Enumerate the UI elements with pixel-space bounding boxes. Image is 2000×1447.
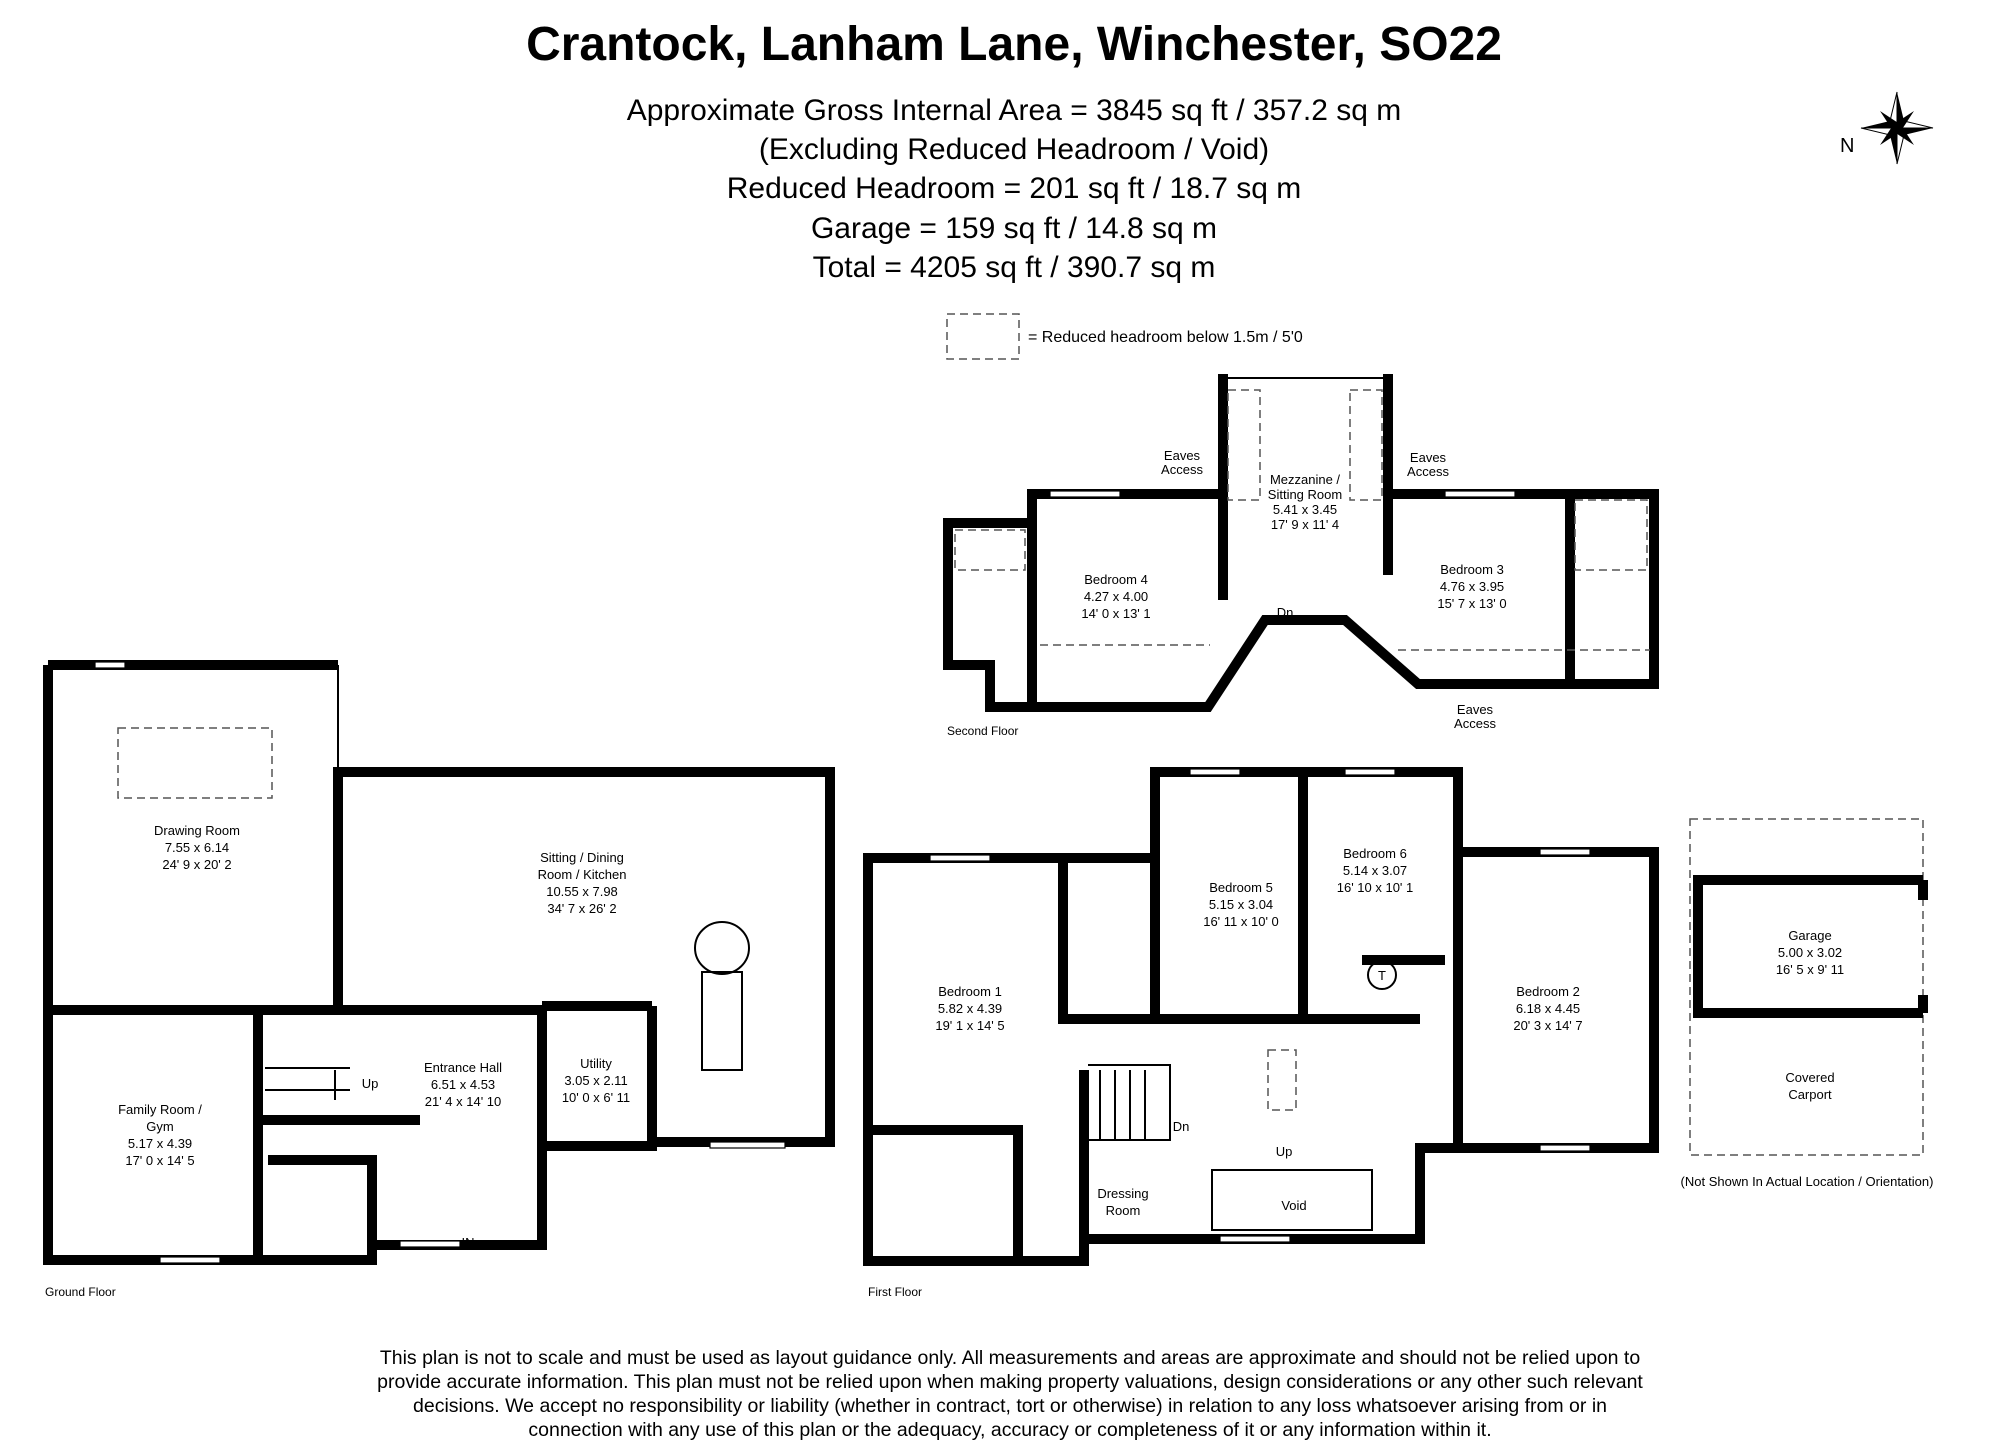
disclaimer-line: provide accurate information. This plan … <box>377 1371 1643 1393</box>
room-size-metric: 5.82 x 4.39 <box>938 1001 1002 1016</box>
carport-label: Covered <box>1785 1070 1834 1085</box>
room-name: Bedroom 1 <box>938 984 1002 999</box>
eaves-access-label: Eaves <box>1164 448 1201 463</box>
room-name: Room / Kitchen <box>538 867 627 882</box>
room-size-imperial: 17' 9 x 11' 4 <box>1271 517 1339 532</box>
second-floor-plan: Bedroom 4 4.27 x 4.00 14' 0 x 13' 1 Mezz… <box>943 374 1659 738</box>
area-line: Total = 4205 sq ft / 390.7 sq m <box>813 251 1216 284</box>
compass-north-label: N <box>1840 135 1854 157</box>
room-name: Entrance Hall <box>424 1060 502 1075</box>
area-line: Approximate Gross Internal Area = 3845 s… <box>627 94 1402 127</box>
room-size-metric: 6.51 x 4.53 <box>431 1077 495 1092</box>
room-name: Drawing Room <box>154 823 240 838</box>
room-size-metric: 6.18 x 4.45 <box>1516 1001 1580 1016</box>
room-name: Sitting Room <box>1268 487 1342 502</box>
eaves-access-label: Access <box>1407 464 1449 479</box>
room-name: Family Room / <box>118 1102 202 1117</box>
room-name: Utility <box>580 1056 612 1071</box>
room-size-imperial: 19' 1 x 14' 5 <box>935 1018 1004 1033</box>
stairs-up-label: Up <box>1276 1144 1293 1159</box>
area-line: Reduced Headroom = 201 sq ft / 18.7 sq m <box>727 172 1302 205</box>
room-name: Garage <box>1788 928 1831 943</box>
room-name: Bedroom 4 <box>1084 572 1148 587</box>
room-size-imperial: 24' 9 x 20' 2 <box>162 857 231 872</box>
room-size-metric: 4.27 x 4.00 <box>1084 589 1148 604</box>
stairs-up-label: Up <box>362 1076 379 1091</box>
room-size-metric: 4.76 x 3.95 <box>1440 579 1504 594</box>
floor-label: Second Floor <box>947 724 1018 738</box>
first-floor-plan: Bedroom 1 5.82 x 4.39 19' 1 x 14' 5 Bedr… <box>863 767 1659 1299</box>
void-label: Void <box>1281 1198 1306 1213</box>
room-name: Bedroom 3 <box>1440 562 1504 577</box>
disclaimer-line: connection with any use of this plan or … <box>528 1419 1491 1441</box>
room-name: Dressing <box>1097 1186 1148 1201</box>
room-size-imperial: 16' 11 x 10' 0 <box>1203 914 1279 929</box>
room-size-imperial: 20' 3 x 14' 7 <box>1513 1018 1582 1033</box>
room-size-imperial: 16' 10 x 10' 1 <box>1337 880 1414 895</box>
stairs-down-label: Dn <box>1173 1119 1190 1134</box>
room-size-imperial: 21' 4 x 14' 10 <box>425 1094 502 1109</box>
room-name: Sitting / Dining <box>540 850 624 865</box>
area-line: (Excluding Reduced Headroom / Void) <box>759 133 1269 166</box>
floor-label: First Floor <box>868 1285 922 1299</box>
room-size-imperial: 14' 0 x 13' 1 <box>1081 606 1150 621</box>
room-name: Room <box>1106 1203 1141 1218</box>
garage-plan: Garage 5.00 x 3.02 16' 5 x 9' 11 Covered… <box>1681 818 1934 1189</box>
area-line: Garage = 159 sq ft / 14.8 sq m <box>811 212 1217 245</box>
area-summary: Approximate Gross Internal Area = 3845 s… <box>627 94 1402 284</box>
room-size-imperial: 16' 5 x 9' 11 <box>1776 962 1844 977</box>
page-title: Crantock, Lanham Lane, Winchester, SO22 <box>526 18 1502 71</box>
legend-swatch <box>946 313 1020 360</box>
room-size-imperial: 10' 0 x 6' 11 <box>562 1090 630 1105</box>
room-size-imperial: 15' 7 x 13' 0 <box>1437 596 1506 611</box>
entrance-label: IN <box>462 1235 475 1250</box>
room-size-imperial: 17' 0 x 14' 5 <box>125 1153 194 1168</box>
eaves-access-label: Eaves <box>1457 702 1494 717</box>
room-size-imperial: 34' 7 x 26' 2 <box>547 901 616 916</box>
room-name: Mezzanine / <box>1270 472 1340 487</box>
room-size-metric: 7.55 x 6.14 <box>165 840 229 855</box>
room-name: Bedroom 6 <box>1343 846 1407 861</box>
carport-label: Carport <box>1788 1087 1832 1102</box>
stairs-down-label: Dn <box>1277 605 1294 620</box>
floor-label: Ground Floor <box>45 1285 116 1299</box>
eaves-access-label: Access <box>1454 716 1496 731</box>
room-name: Gym <box>146 1119 173 1134</box>
eaves-access-label: Access <box>1161 462 1203 477</box>
room-size-metric: 5.00 x 3.02 <box>1778 945 1842 960</box>
garage-note: (Not Shown In Actual Location / Orientat… <box>1681 1174 1934 1189</box>
room-size-metric: 10.55 x 7.98 <box>546 884 618 899</box>
room-size-metric: 3.05 x 2.11 <box>564 1073 627 1088</box>
disclaimer-line: This plan is not to scale and must be us… <box>380 1347 1640 1369</box>
ground-floor-plan: Drawing Room 7.55 x 6.14 24' 9 x 20' 2 S… <box>43 660 835 1299</box>
room-size-metric: 5.41 x 3.45 <box>1273 502 1337 517</box>
room-size-metric: 5.14 x 3.07 <box>1343 863 1407 878</box>
room-name: Bedroom 5 <box>1209 880 1273 895</box>
disclaimer-line: decisions. We accept no responsibility o… <box>413 1395 1607 1417</box>
room-name: Bedroom 2 <box>1516 984 1580 999</box>
tank-label: T <box>1378 968 1386 983</box>
disclaimer: This plan is not to scale and must be us… <box>377 1347 1643 1441</box>
compass-rose-icon <box>1860 91 1934 165</box>
eaves-access-label: Eaves <box>1410 450 1447 465</box>
room-size-metric: 5.17 x 4.39 <box>128 1136 192 1151</box>
legend-text: = Reduced headroom below 1.5m / 5'0 <box>1028 329 1303 346</box>
room-size-metric: 5.15 x 3.04 <box>1209 897 1273 912</box>
